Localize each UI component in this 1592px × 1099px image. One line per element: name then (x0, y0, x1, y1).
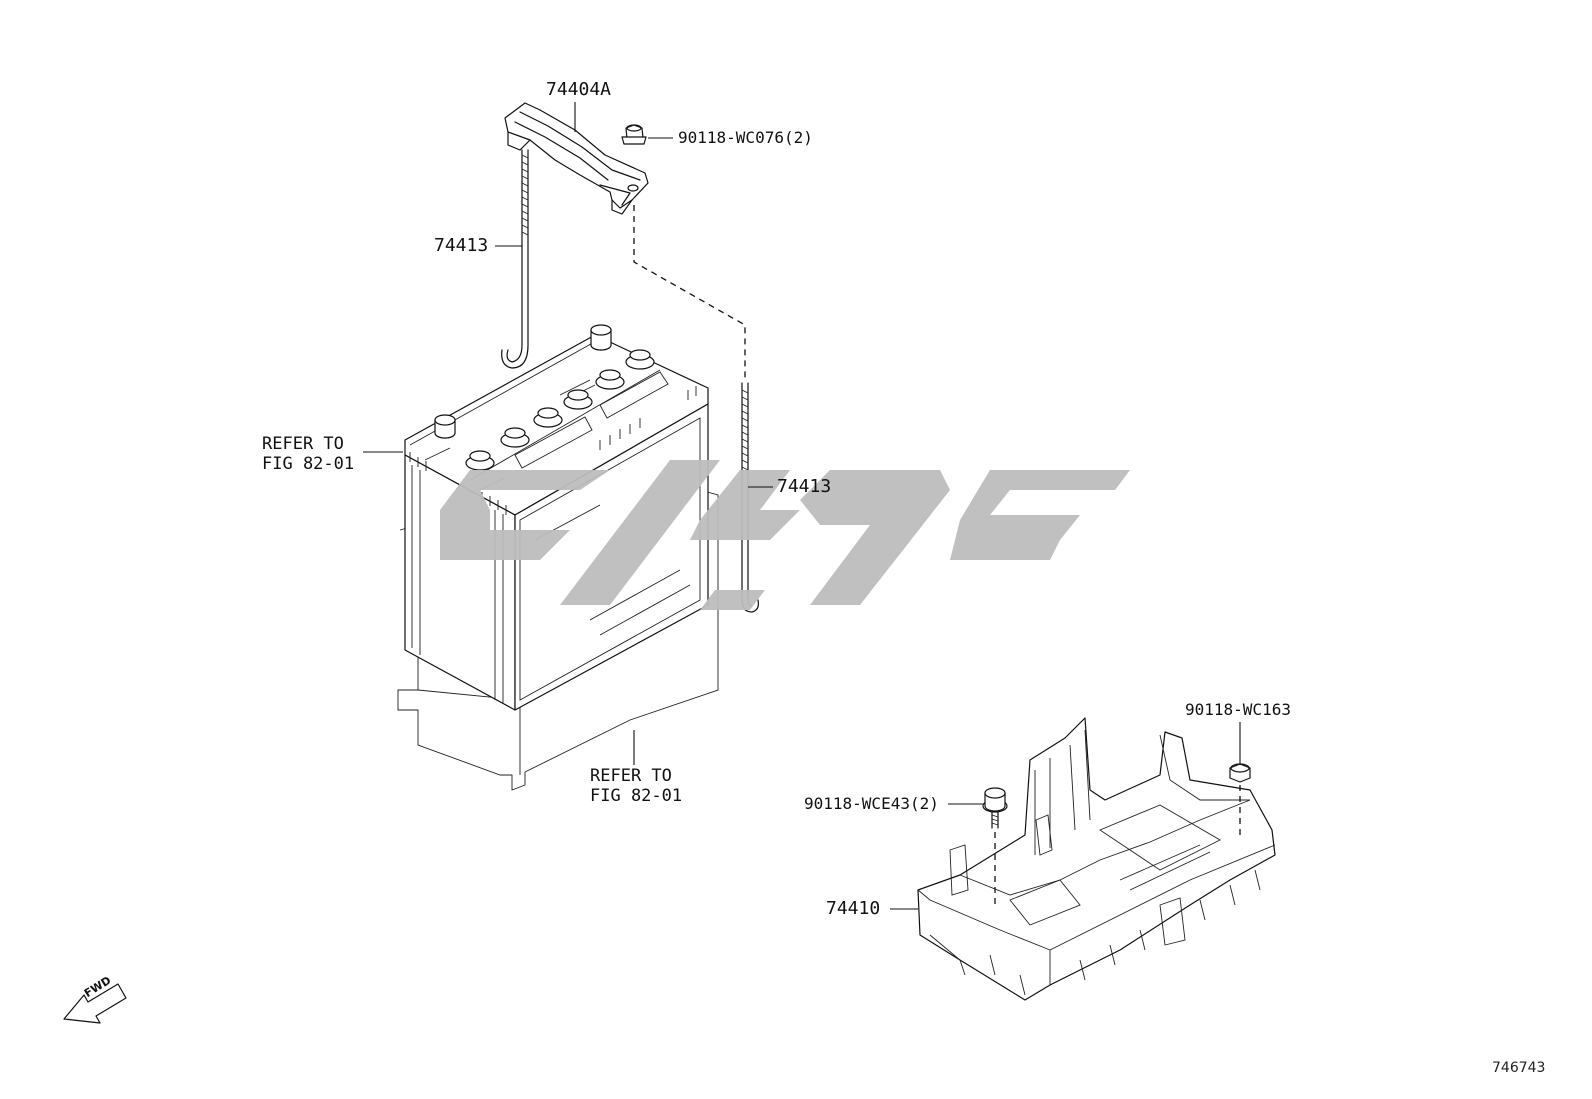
label-74413-right: 74413 (777, 476, 832, 497)
fwd-arrow-icon (63, 983, 127, 1024)
rod-left (501, 149, 529, 369)
label-90118-WC163: 90118-WC163 (1185, 700, 1291, 719)
clamp-nut (621, 124, 647, 145)
tray-bolt (982, 787, 1008, 829)
tray-nut (1229, 763, 1251, 783)
label-74413-left: 74413 (434, 235, 489, 256)
label-refer-to-battery-line2: FIG 82-01 (262, 454, 355, 474)
label-90118-WC076: 90118-WC076(2) (678, 128, 813, 147)
label-refer-to-tray-line1: REFER TO (590, 766, 672, 786)
label-74410: 74410 (826, 898, 881, 919)
label-74404A: 74404A (546, 79, 612, 100)
figure-number: 746743 (1492, 1060, 1546, 1076)
battery-tray (917, 717, 1276, 1001)
hold-down-clamp (504, 102, 649, 215)
watermark-logo (440, 460, 1130, 610)
label-90118-WCE43: 90118-WCE43(2) (804, 794, 939, 813)
label-refer-to-tray-line2: FIG 82-01 (590, 786, 683, 806)
label-refer-to-battery-line1: REFER TO (262, 434, 344, 454)
